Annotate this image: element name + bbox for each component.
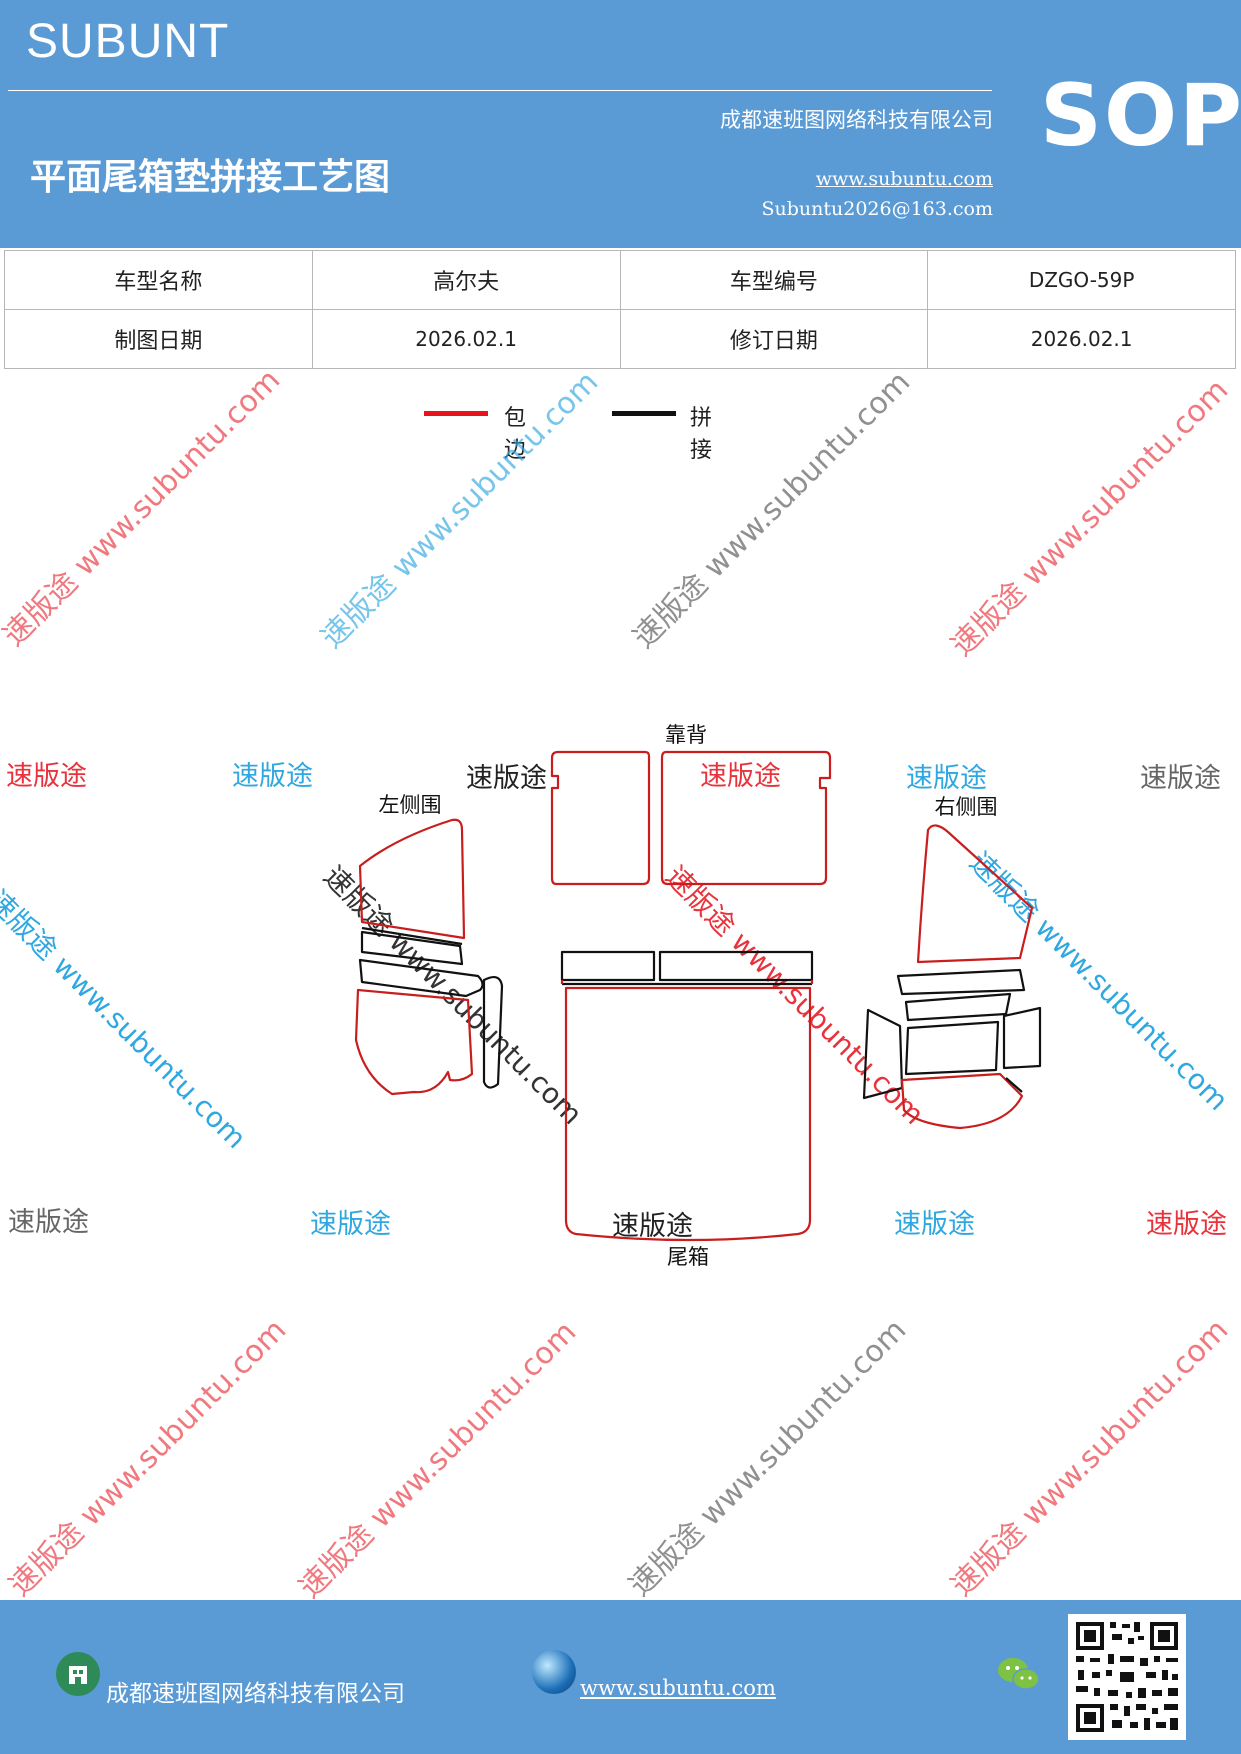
building-icon (56, 1652, 100, 1696)
watermark: 速版途 (1146, 1209, 1227, 1240)
watermark: 速版途 (894, 1209, 975, 1240)
qr-code (1068, 1614, 1186, 1740)
footer-company: 成都速班图网络科技有限公司 (106, 1681, 405, 1707)
sop-badge: SOP (1040, 66, 1241, 166)
revision-date-value: 2026.02.1 (927, 309, 1236, 369)
right-side-label: 右侧围 (935, 795, 998, 819)
watermark: 速版途 (466, 763, 547, 794)
right-side-panels (862, 824, 1042, 1130)
company-name: 成都速班图网络科技有限公司 (720, 108, 993, 132)
left-side-panels (354, 818, 504, 1096)
header-banner: SUBUNT 平面尾箱垫拼接工艺图 成都速班图网络科技有限公司 www.subu… (0, 0, 1241, 248)
backrest-label: 靠背 (665, 723, 707, 747)
header-divider (8, 90, 992, 91)
contact-email[interactable]: Subuntu2026@163.com (761, 198, 993, 220)
model-name-value: 高尔夫 (311, 250, 621, 310)
model-code-label: 车型编号 (619, 250, 929, 310)
model-name-label: 车型名称 (4, 250, 313, 310)
watermark: 速版途 (8, 1207, 89, 1238)
backrest-panels (550, 750, 832, 886)
seam-legend-label: 拼接 (690, 406, 713, 463)
table-row: 车型名称 高尔夫 车型编号 DZGO-59P (4, 250, 1236, 310)
draw-date-label: 制图日期 (4, 309, 313, 369)
watermark: 速版途 (1140, 763, 1221, 794)
left-side-label: 左侧围 (379, 793, 442, 817)
globe-icon (532, 1650, 576, 1694)
seam-legend-swatch (612, 411, 676, 416)
edge-legend-swatch (424, 411, 488, 416)
document-title: 平面尾箱垫拼接工艺图 (30, 157, 391, 198)
footer-bar: 成都速班图网络科技有限公司 www.subuntu.com (0, 1600, 1241, 1754)
watermark: 速版途 (700, 761, 781, 792)
model-code-value: DZGO-59P (927, 250, 1236, 310)
revision-date-label: 修订日期 (619, 309, 929, 369)
vehicle-info-table: 车型名称 高尔夫 车型编号 DZGO-59P 制图日期 2026.02.1 修订… (4, 250, 1236, 369)
watermark: 速版途 (612, 1211, 693, 1242)
website-link[interactable]: www.subuntu.com (815, 168, 993, 190)
watermark: 速版途 (310, 1209, 391, 1240)
watermark: 速版途 (6, 761, 87, 792)
watermark: 速版途 (232, 761, 313, 792)
table-row: 制图日期 2026.02.1 修订日期 2026.02.1 (4, 309, 1236, 369)
trunk-floor-panels (560, 950, 814, 1242)
trunk-label: 尾箱 (667, 1245, 709, 1269)
brand-name: SUBUNT (26, 15, 230, 68)
watermark: 速版途 (906, 763, 987, 794)
footer-website-link[interactable]: www.subuntu.com (580, 1676, 776, 1700)
edge-legend-label: 包边 (504, 406, 527, 463)
wechat-icon[interactable] (996, 1654, 1042, 1694)
draw-date-value: 2026.02.1 (311, 309, 621, 369)
